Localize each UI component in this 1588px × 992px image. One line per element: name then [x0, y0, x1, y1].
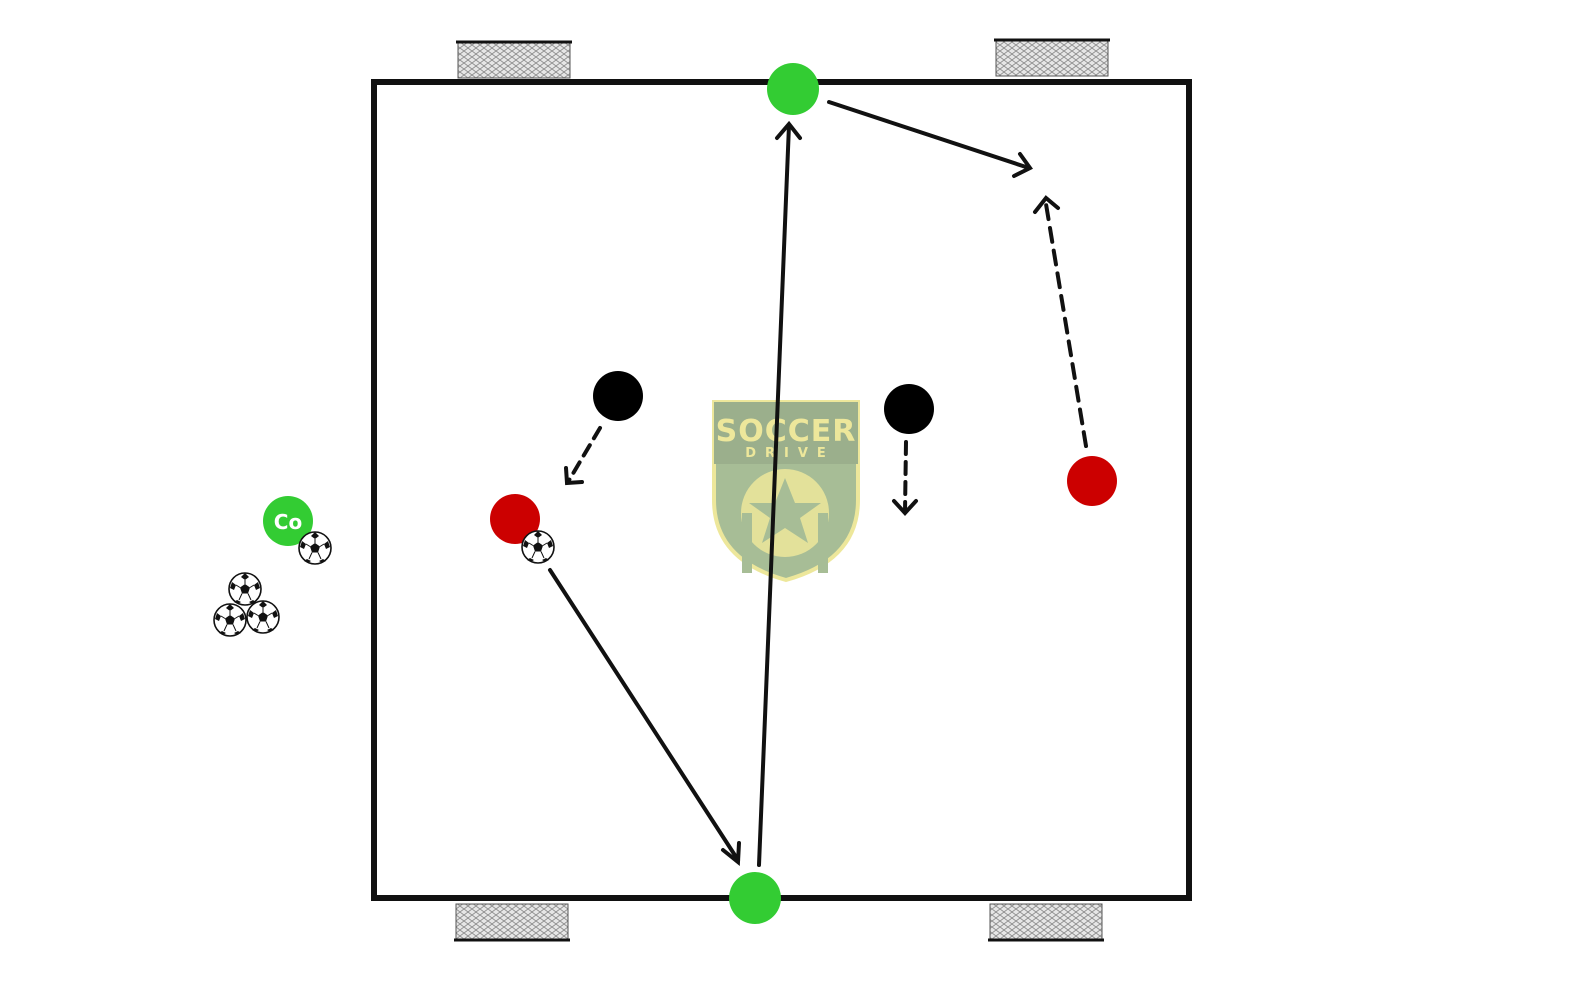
goal-bottom-left	[454, 903, 570, 942]
run-arrow-black-left	[564, 426, 602, 486]
soccer-ball-icon	[298, 531, 332, 565]
pass-arrow-bottom-to-top-green	[757, 120, 802, 867]
run-arrow-black-right	[892, 440, 918, 516]
player-red-ball-carrier	[490, 494, 540, 544]
player-green-top	[767, 63, 819, 115]
soccer-ball-icon	[213, 603, 247, 637]
player-green-bottom	[729, 872, 781, 924]
coach-marker: Co	[263, 496, 313, 546]
goal-top-right	[994, 38, 1110, 77]
goal-bottom-right	[988, 903, 1104, 942]
soccer-ball-icon	[246, 600, 280, 634]
player-red-right	[1067, 456, 1117, 506]
soccer-ball-icon	[228, 572, 262, 606]
run-arrow-red-right	[1033, 195, 1088, 448]
soccer-drive-logo: SOCCER DRIVE	[712, 400, 860, 583]
player-black-left	[593, 371, 643, 421]
pass-arrow-top-green-to-space	[827, 100, 1033, 178]
player-black-right	[884, 384, 934, 434]
pass-arrow-red-to-bottom-green	[548, 568, 741, 866]
logo-title: SOCCER	[716, 414, 857, 449]
coach-label: Co	[274, 510, 302, 534]
goal-top-left	[456, 40, 572, 79]
soccer-ball-icon	[521, 530, 555, 564]
logo-subtitle: DRIVE	[745, 446, 835, 461]
